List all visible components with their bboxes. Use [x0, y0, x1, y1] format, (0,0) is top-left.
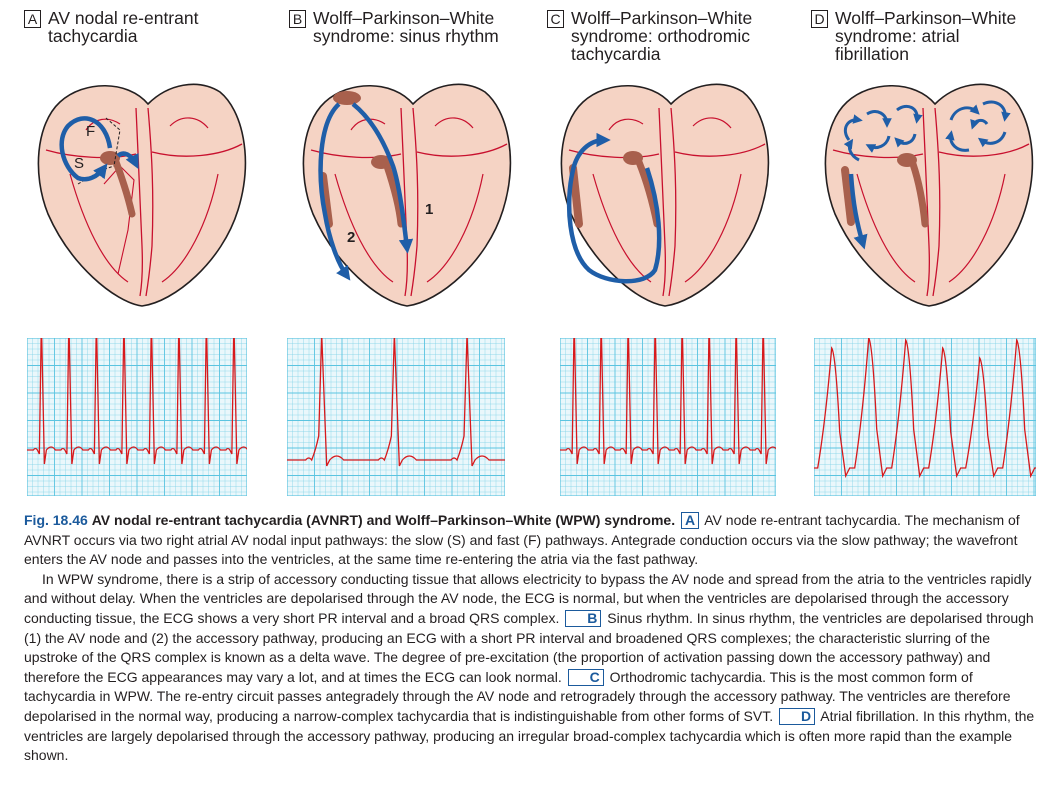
accessory-pathway	[569, 164, 583, 228]
his-bundle	[383, 162, 405, 228]
ecg-strip-b	[287, 338, 505, 496]
caption-text-d: Atrial fibrillation. In this rhythm, the…	[24, 707, 1035, 764]
ecg-trace-a	[27, 338, 247, 465]
panel-label-c: C	[547, 10, 564, 28]
caption-text-wpw: In WPW syndrome, there is a strip of acc…	[24, 570, 1032, 626]
ecg-trace-c	[560, 338, 776, 465]
figure-title: AV nodal re-entrant tachycardia (AVNRT) …	[91, 512, 676, 528]
figure-caption: Fig. 18.46 AV nodal re-entrant tachycard…	[24, 511, 1036, 766]
panel-b: B Wolff–Parkinson–White syndrome: sinus …	[289, 0, 551, 500]
his-bundle	[909, 160, 929, 228]
panel-label-d: D	[811, 10, 828, 28]
panel-a: A AV nodal re-entrant tachycardia F S	[24, 0, 286, 500]
heart-diagram-c	[560, 83, 770, 307]
label-pathway-2: 2	[347, 229, 355, 246]
reentry-circuit-arrow	[566, 132, 662, 284]
caption-paragraph-2: In WPW syndrome, there is a strip of acc…	[24, 570, 1036, 766]
label-pathway-1: 1	[425, 201, 433, 218]
panel-title-a: AV nodal re-entrant tachycardia	[48, 8, 199, 46]
fibrillation-arrows	[843, 100, 1011, 162]
sinus-node	[333, 91, 361, 105]
caption-box-d: D	[779, 707, 816, 725]
label-f: F	[86, 123, 95, 140]
accessory-pathway	[841, 166, 855, 226]
heart-body	[824, 83, 1034, 307]
av-arrow	[351, 102, 414, 254]
figure-number: Fig. 18.46	[24, 512, 88, 528]
panel-title-b: Wolff–Parkinson–White syndrome: sinus rh…	[313, 8, 499, 46]
heart-diagram-a: F S	[37, 83, 247, 307]
caption-text-c: Orthodromic tachycardia. This is the mos…	[24, 668, 1011, 724]
ecg-trace-b	[287, 338, 505, 467]
panel-label-a: A	[24, 10, 41, 28]
reentry-arrow	[59, 116, 113, 182]
accessory-arrow	[318, 102, 351, 281]
heart-body	[302, 83, 512, 307]
caption-text-a: AV node re-entrant tachycardia. The mech…	[24, 512, 1020, 568]
accessory-pathway	[319, 172, 333, 228]
ecg-strip-d	[814, 338, 1036, 496]
ecg-strip-c	[560, 338, 776, 496]
panel-label-b: B	[289, 10, 306, 28]
caption-box-c: C	[567, 668, 604, 686]
caption-box-b: B	[565, 609, 602, 627]
his-bundle	[112, 158, 136, 218]
caption-text-b: Sinus rhythm. In sinus rhythm, the ventr…	[24, 609, 1034, 685]
caption-paragraph-1: Fig. 18.46 AV nodal re-entrant tachycard…	[24, 511, 1036, 570]
label-s: S	[74, 155, 84, 172]
ventricle-arrow	[116, 151, 139, 170]
accessory-arrow	[848, 173, 868, 250]
ecg-strip-a	[27, 338, 247, 496]
caption-box-a: A	[681, 512, 700, 529]
heart-diagram-b: 1 2	[302, 83, 512, 307]
heart-diagram-d	[824, 83, 1034, 307]
ecg-trace-d	[814, 338, 1036, 479]
heart-body	[37, 83, 247, 307]
panel-d: D Wolff–Parkinson–White syndrome: atrial…	[811, 0, 1046, 500]
panel-title-d: Wolff–Parkinson–White syndrome: atrial f…	[835, 8, 1017, 64]
panel-c: C Wolff–Parkinson–White syndrome: orthod…	[547, 0, 809, 500]
panel-title-c: Wolff–Parkinson–White syndrome: orthodro…	[571, 8, 753, 64]
